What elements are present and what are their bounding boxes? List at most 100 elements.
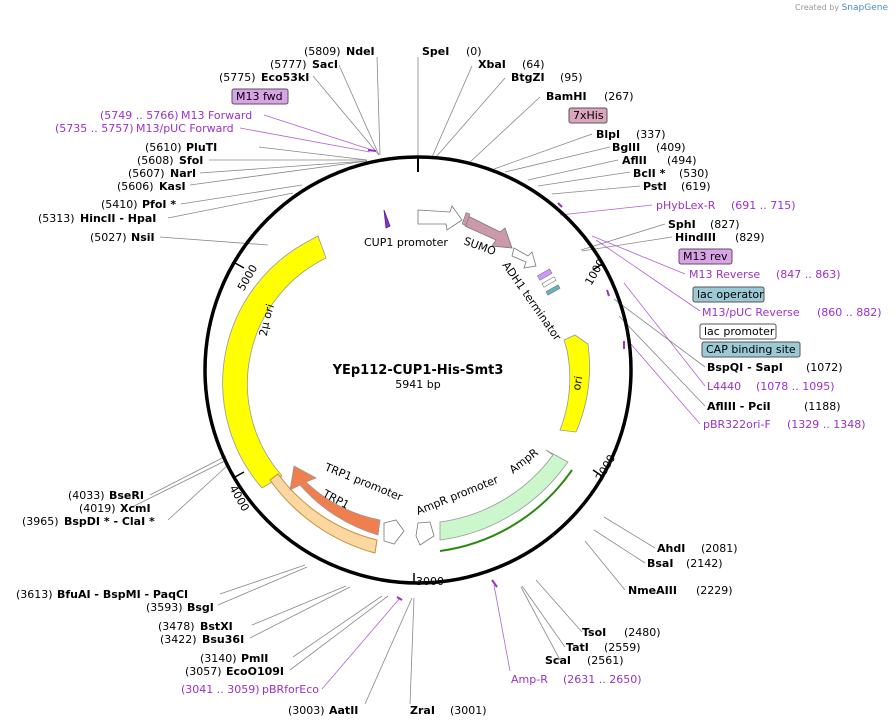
site-aflii[interactable]: AflII(494) (622, 154, 697, 167)
svg-text:(267): (267) (604, 90, 634, 103)
boxed-feature-cap-binding-site[interactable]: CAP binding site (701, 341, 801, 358)
sumo-arrow[interactable] (464, 215, 513, 249)
primer-pbr322ori-f[interactable]: pBR322ori-F(1329 .. 1348) (703, 418, 866, 431)
svg-text:BspDI * - ClaI *: BspDI * - ClaI * (64, 515, 155, 528)
svg-text:(64): (64) (522, 58, 545, 71)
site-nsii[interactable]: (5027)NsiI (90, 231, 155, 244)
site-tati[interactable]: TatI(2559) (566, 641, 641, 654)
primer-amp-r[interactable]: Amp-R(2631 .. 2650) (511, 673, 642, 686)
boxed-feature-lac-promoter[interactable]: lac promoter (699, 323, 777, 340)
svg-text:AatII: AatII (329, 704, 358, 717)
adh1-terminator-arrow[interactable] (511, 247, 537, 269)
site-sphi[interactable]: SphI(827) (668, 218, 740, 231)
svg-text:AflII: AflII (622, 154, 647, 167)
site-kasi[interactable]: (5606)KasI (117, 180, 186, 193)
site-bamhi[interactable]: BamHI (267) (546, 90, 634, 103)
svg-text:BamHI: BamHI (546, 90, 587, 103)
boxed-feature-lac-operator[interactable]: lac operator (692, 286, 765, 303)
site-afliii-pcii[interactable]: AflIII - PciI(1188) (707, 400, 841, 413)
site-ndei[interactable]: (5809)NdeI (304, 45, 375, 58)
ampr-label: AmpR (507, 446, 541, 477)
site-ahdi[interactable]: AhdI(2081) (657, 542, 738, 555)
svg-text:pBRforEco: pBRforEco (262, 683, 319, 696)
ampr-promoter-arrow[interactable] (415, 521, 435, 546)
site-nmeaiii[interactable]: NmeAIII(2229) (628, 584, 733, 597)
adh1-terminator-label: ADH1 terminator (500, 259, 564, 343)
boxed-feature-m13-fwd[interactable]: M13 fwd (231, 88, 289, 105)
site-bfuai-bspmi-paqci[interactable]: (3613)BfuAI - BspMI - PaqCI (16, 588, 188, 601)
primer-l4440[interactable]: L4440(1078 .. 1095) (707, 380, 835, 393)
ampr-underline (439, 469, 573, 552)
site-ecoo109i[interactable]: (3057) EcoO109I (185, 665, 284, 678)
svg-text:KasI: KasI (159, 180, 186, 193)
primer-phyblex-r[interactable]: pHybLex-R(691 .. 715) (656, 199, 796, 212)
primer-m13-puc-forward[interactable]: (5735 .. 5757)M13/pUC Forward (55, 122, 234, 135)
site-pmli[interactable]: (3140)PmlI (200, 652, 268, 665)
ori-arrow[interactable] (559, 334, 590, 433)
svg-text:(2142): (2142) (686, 557, 723, 570)
site-eco53ki[interactable]: (5775)Eco53kI (219, 71, 309, 84)
boxed-feature-m13-rev[interactable]: M13 rev (678, 248, 733, 265)
site-sfoi[interactable]: (5608)SfoI (137, 154, 203, 167)
scale-ticks (234, 262, 603, 583)
svg-text:BspQI - SapI: BspQI - SapI (707, 361, 783, 374)
primer-m13-reverse[interactable]: M13 Reverse(847 .. 863) (689, 268, 841, 281)
svg-text:(3003): (3003) (288, 704, 325, 717)
site-nari[interactable]: (5607)NarI (128, 167, 196, 180)
site-xcmi[interactable]: (4019)XcmI (79, 502, 151, 515)
site-xbai[interactable]: XbaI(64) (478, 58, 545, 71)
site-bspqi-sapi[interactable]: BspQI - SapI(1072) (707, 361, 843, 374)
site-bsu36i[interactable]: (3422)Bsu36I (160, 633, 244, 646)
svg-text:ScaI: ScaI (545, 654, 571, 667)
svg-text:M13/pUC Forward: M13/pUC Forward (136, 122, 234, 135)
primer-pbrforeco[interactable]: (3041 .. 3059)pBRforEco (181, 683, 319, 696)
site-psti[interactable]: PstI(619) (643, 180, 711, 193)
site-zrai[interactable]: ZraI(3001) (410, 704, 487, 717)
snapgene-brand: Created by SnapGene (795, 3, 888, 13)
primer-m13-forward[interactable]: (5749 .. 5766)M13 Forward (100, 109, 252, 122)
site-bsai[interactable]: BsaI(2142) (647, 557, 723, 570)
site-spei[interactable]: SpeI(0) (422, 45, 482, 58)
trp1-arrow[interactable] (289, 465, 381, 536)
site-saci[interactable]: (5777)SacI (270, 58, 338, 71)
site-bseri[interactable]: (4033)BseRI (68, 489, 144, 502)
ampr-arrow[interactable] (439, 449, 569, 541)
site-aatii[interactable]: (3003) AatII (288, 704, 358, 717)
site-bspdi-clai[interactable]: (3965)BspDI * - ClaI * (22, 515, 155, 528)
plasmid-length: 5941 bp (395, 378, 440, 391)
site-pfoi[interactable]: (5410)PfoI * (101, 198, 176, 211)
svg-text:M13 Forward: M13 Forward (181, 109, 252, 122)
svg-text:(829): (829) (735, 231, 765, 244)
trp1-promoter-arrow[interactable] (383, 519, 405, 545)
svg-text:SacI: SacI (312, 58, 338, 71)
site-pluti[interactable]: (5610)PluTI (145, 141, 217, 154)
site-hincii-hpai[interactable]: (5313)HincII - HpaI (38, 212, 156, 225)
svg-text:NmeAIII: NmeAIII (628, 584, 677, 597)
svg-text:(3140): (3140) (200, 652, 237, 665)
his-tag-mark[interactable] (461, 212, 471, 226)
two-micron-ori-arrow[interactable] (222, 235, 327, 489)
cup1-promoter-arrow[interactable] (417, 205, 463, 231)
site-tsoi[interactable]: TsoI(2480) (582, 626, 661, 639)
cap-mark (545, 284, 561, 296)
svg-text:(3593): (3593) (146, 601, 183, 614)
site-bcli[interactable]: BclI *(530) (633, 167, 709, 180)
site-bsgi[interactable]: (3593)BsgI (146, 601, 214, 614)
primer-m13-puc-reverse[interactable]: M13/pUC Reverse(860 .. 882) (702, 306, 882, 319)
site-blpi[interactable]: BlpI(337) (596, 128, 666, 141)
svg-text:BclI *: BclI * (633, 167, 666, 180)
svg-text:(5735 .. 5757): (5735 .. 5757) (55, 122, 134, 135)
boxed-feature-7xhis[interactable]: 7xHis (568, 107, 608, 124)
site-hindiii[interactable]: HindIII(829) (675, 231, 765, 244)
svg-text:EcoO109I: EcoO109I (226, 665, 284, 678)
svg-text:NsiI: NsiI (131, 231, 155, 244)
svg-text:TsoI: TsoI (582, 626, 606, 639)
site-bstxi[interactable]: (3478)BstXI (158, 620, 233, 633)
svg-text:(3057): (3057) (185, 665, 222, 678)
site-bglii[interactable]: BglII(409) (612, 141, 686, 154)
svg-text:(3422): (3422) (160, 633, 197, 646)
site-btgzi[interactable]: BtgZI(95) (511, 71, 583, 84)
svg-text:7xHis: 7xHis (573, 109, 604, 122)
site-scai[interactable]: ScaI(2561) (545, 654, 624, 667)
svg-text:TatI: TatI (566, 641, 589, 654)
